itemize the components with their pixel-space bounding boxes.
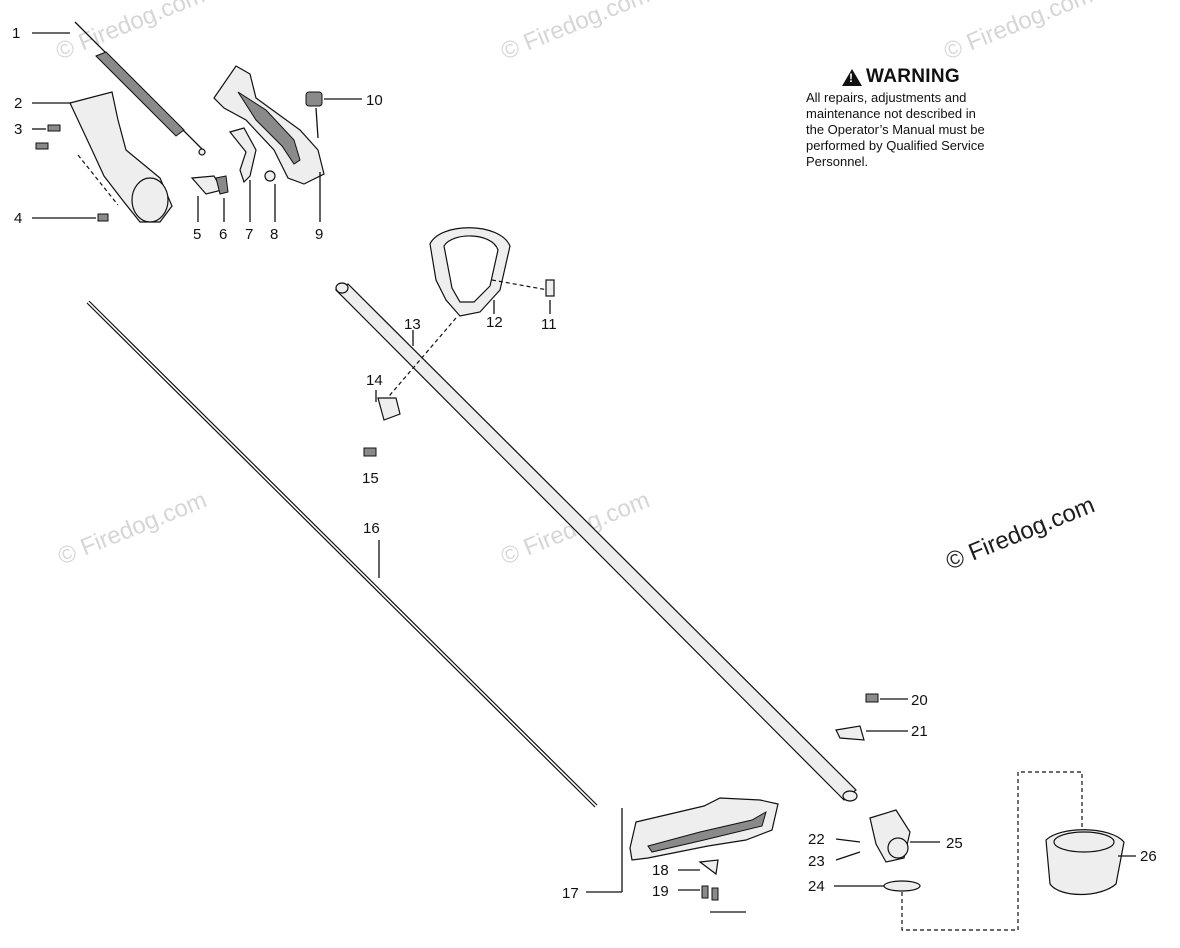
warning-title-row: ! WARNING [776, 66, 1026, 88]
part-clamp [363, 317, 457, 457]
part-trimmer-head [1045, 829, 1136, 895]
part-number-13: 13 [404, 316, 421, 333]
part-number-21: 21 [911, 723, 928, 740]
part-number-2: 2 [14, 95, 22, 112]
part-number-26: 26 [1140, 848, 1157, 865]
part-drive-shaft [86, 300, 598, 808]
part-bolt-bracket [835, 693, 908, 741]
warning-triangle-icon: ! [842, 68, 863, 86]
part-number-23: 23 [808, 853, 825, 870]
part-number-20: 20 [911, 692, 928, 709]
part-number-15: 15 [362, 470, 379, 487]
part-screws-3-4 [32, 124, 109, 222]
part-number-9: 9 [315, 226, 323, 243]
watermark-top-left: © Firedog.com [52, 0, 208, 66]
part-number-12: 12 [486, 314, 503, 331]
part-number-5: 5 [193, 226, 201, 243]
watermark-top-right: © Firedog.com [940, 0, 1096, 66]
part-number-6: 6 [219, 226, 227, 243]
part-number-3: 3 [14, 121, 22, 138]
part-throttle-cable [32, 21, 206, 156]
part-number-11: 11 [541, 316, 557, 333]
part-loop-handle [429, 227, 555, 317]
watermark-mid-right: © Firedog.com [942, 491, 1098, 575]
part-number-labels: 1 2 3 4 5 6 7 8 9 10 11 12 13 14 15 16 1… [12, 25, 1157, 902]
part-number-16: 16 [363, 520, 380, 537]
part-number-18: 18 [652, 862, 669, 879]
watermark-top-middle: © Firedog.com [497, 0, 653, 66]
part-number-8: 8 [270, 226, 278, 243]
part-rear-handle [213, 65, 325, 222]
part-number-14: 14 [366, 372, 383, 389]
part-shaft-tube [334, 282, 858, 802]
part-levers [190, 127, 276, 222]
part-number-25: 25 [946, 835, 963, 852]
watermark-mid-left: © Firedog.com [54, 486, 210, 570]
part-number-1: 1 [12, 25, 20, 42]
part-gear-head [834, 771, 1083, 931]
warning-title: WARNING [866, 66, 960, 87]
part-number-22: 22 [808, 831, 825, 848]
warning-body: All repairs, adjustments and maintenance… [806, 90, 985, 169]
part-number-7: 7 [245, 226, 253, 243]
part-handle-housing [32, 91, 173, 223]
part-guard [586, 797, 779, 913]
part-number-4: 4 [14, 210, 22, 227]
part-switch [305, 91, 362, 139]
part-number-19: 19 [652, 883, 669, 900]
part-number-24: 24 [808, 878, 825, 895]
part-number-17: 17 [562, 885, 579, 902]
part-number-10: 10 [366, 92, 383, 109]
warning-notice: ! WARNING All repairs, adjustments and m… [806, 66, 1026, 170]
